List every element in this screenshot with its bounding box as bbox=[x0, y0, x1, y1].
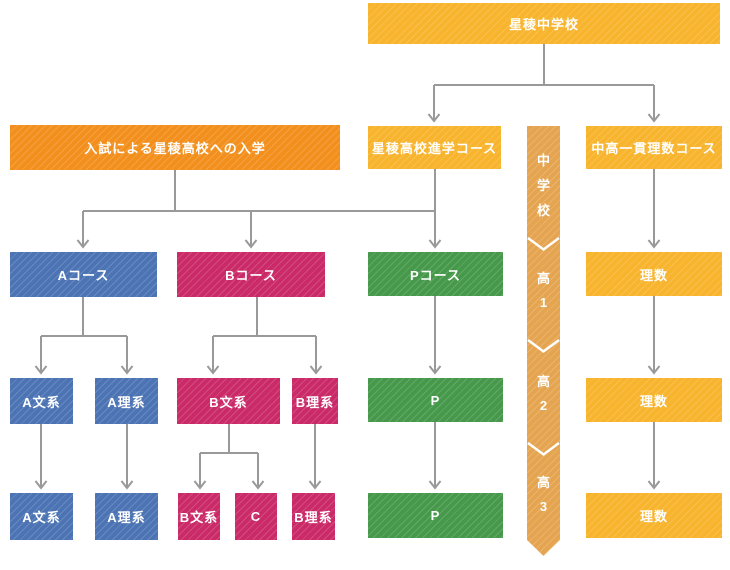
timeline-label: 高1 bbox=[536, 271, 550, 310]
node-course-a: Aコース bbox=[10, 252, 157, 297]
chevron-divider-icon bbox=[527, 338, 560, 354]
node-label: 星稜高校進学コース bbox=[371, 141, 498, 156]
node-a-bunkei-h2: A文系 bbox=[10, 378, 73, 424]
chevron-divider-icon bbox=[527, 236, 560, 252]
node-b-bunkei-h2: B文系 bbox=[177, 378, 280, 424]
node-shingaku-course: 星稜高校進学コース bbox=[368, 126, 501, 169]
node-b-rikei-h3: B理系 bbox=[292, 493, 335, 540]
node-a-rikei-h2: A理系 bbox=[95, 378, 158, 424]
node-risu-h3: 理数 bbox=[586, 493, 722, 538]
node-course-b: Bコース bbox=[177, 252, 325, 297]
node-label: 星稜中学校 bbox=[508, 17, 579, 32]
node-label: A文系 bbox=[22, 510, 61, 525]
node-b-rikei-h2: B理系 bbox=[292, 378, 338, 424]
timeline-ribbon: 中学校 高1 高2 高3 bbox=[527, 126, 560, 556]
node-label: A理系 bbox=[107, 394, 146, 410]
timeline-label: 高3 bbox=[536, 475, 550, 514]
node-label: 中高一貫理数コース bbox=[591, 141, 717, 156]
node-b-bunkei-h3: B文系 bbox=[178, 493, 220, 540]
node-label: P bbox=[430, 508, 441, 523]
timeline-label: 高2 bbox=[536, 374, 550, 413]
node-a-bunkei-h3: A文系 bbox=[10, 493, 73, 540]
arrowheads bbox=[34, 113, 661, 490]
timeline-h1: 高1 bbox=[527, 267, 560, 315]
node-label: P bbox=[430, 392, 441, 408]
node-label: Aコース bbox=[57, 268, 110, 283]
node-risu-h1: 理数 bbox=[586, 252, 722, 296]
timeline-label: 中学校 bbox=[536, 153, 550, 218]
chevron-divider-icon bbox=[527, 441, 560, 457]
node-label: Pコース bbox=[409, 267, 462, 283]
connector-lines bbox=[40, 44, 655, 488]
node-c-h3: C bbox=[235, 493, 277, 540]
node-exam-entry: 入試による星稜高校への入学 bbox=[10, 125, 340, 170]
node-p-h3: P bbox=[368, 493, 503, 538]
node-risu-h2: 理数 bbox=[586, 378, 722, 422]
node-label: 理数 bbox=[639, 393, 668, 409]
node-label: B理系 bbox=[295, 394, 335, 410]
node-label: A理系 bbox=[107, 510, 146, 525]
node-a-rikei-h3: A理系 bbox=[95, 493, 158, 540]
node-label: 理数 bbox=[639, 509, 668, 524]
timeline-h2: 高2 bbox=[527, 370, 560, 418]
node-label: C bbox=[250, 509, 262, 524]
node-junior-high-school: 星稜中学校 bbox=[368, 3, 720, 44]
node-label: B文系 bbox=[209, 394, 248, 410]
node-ikkan-risu-course: 中高一貫理数コース bbox=[586, 126, 722, 169]
node-label: Bコース bbox=[225, 268, 277, 283]
node-label: 理数 bbox=[639, 267, 668, 283]
node-label: A文系 bbox=[22, 394, 61, 410]
timeline-h3: 高3 bbox=[527, 471, 560, 519]
node-label: B理系 bbox=[294, 510, 333, 525]
node-label: 入試による星稜高校への入学 bbox=[84, 141, 266, 156]
node-course-p: Pコース bbox=[368, 252, 503, 296]
node-p-h2: P bbox=[368, 378, 503, 422]
timeline-junior-high: 中学校 bbox=[527, 148, 560, 223]
node-label: B文系 bbox=[179, 510, 219, 525]
